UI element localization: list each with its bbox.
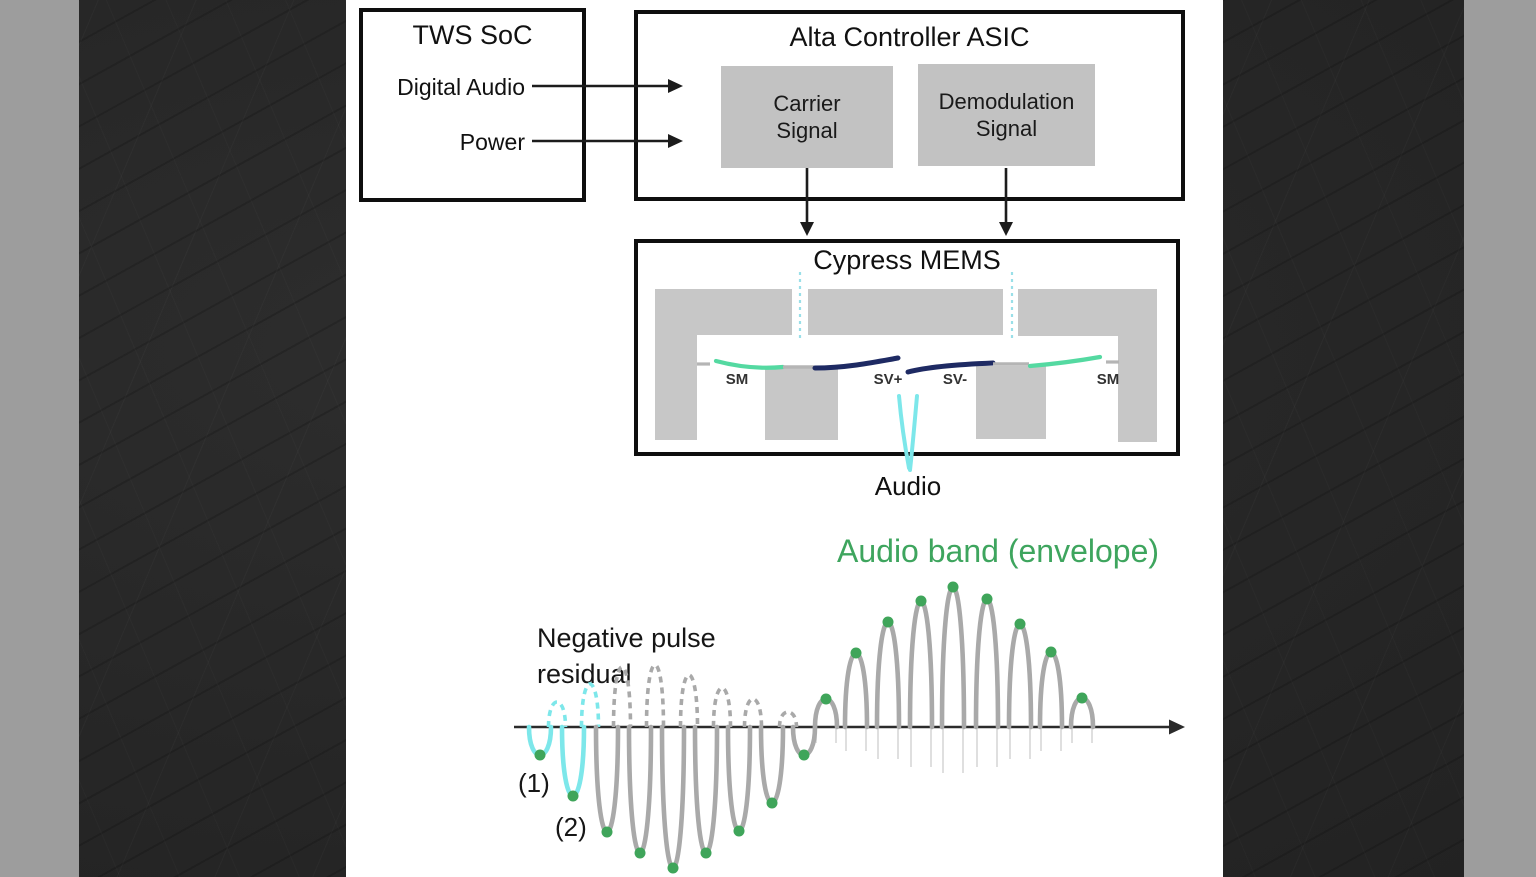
negative-pulse-note-line1: Negative pulse: [537, 623, 716, 653]
electrode-label-sv-plus: SV+: [873, 371, 903, 388]
envelope-dot: [733, 825, 745, 837]
demodulation-signal-module: Demodulation Signal: [918, 64, 1095, 166]
power-label: Power: [459, 129, 525, 155]
cypress-mems-box: Cypress MEMS: [634, 239, 1180, 456]
electrode-label-sm-left: SM: [725, 371, 749, 388]
negative-pulse: [692, 724, 720, 855]
envelope-dot: [1045, 646, 1057, 658]
negative-pulse-residual-note: Negative pulse residual: [537, 620, 716, 692]
tws-soc-title: TWS SoC: [412, 20, 533, 50]
envelope-dot: [601, 826, 613, 838]
residual-arch: [742, 697, 764, 728]
residual-arch: [711, 686, 733, 728]
tws-soc-box: TWS SoC: [359, 8, 586, 202]
positive-residual-tail: [1071, 729, 1093, 743]
audio-band-envelope-title: Audio band (envelope): [837, 533, 1160, 569]
positive-residual-tail: [845, 729, 867, 751]
negative-pulse: [593, 724, 621, 835]
envelope-dot: [1076, 692, 1088, 704]
demodulation-signal-label-line2: Signal: [975, 116, 1038, 141]
pulse-marker-1: (1): [518, 768, 550, 798]
negative-pulse: [559, 724, 587, 798]
envelope-dot: [634, 847, 646, 859]
negative-pulse-note-line2: residual: [537, 659, 632, 689]
electrode-label-sm-right: SM: [1096, 371, 1120, 388]
positive-pulse: [939, 584, 967, 730]
envelope-dot: [915, 595, 927, 607]
carrier-signal-module: Carrier Signal: [721, 66, 893, 168]
mems-silicon-right-column: [1118, 289, 1157, 442]
envelope-dot: [947, 581, 959, 593]
envelope-dot: [798, 749, 810, 761]
positive-pulse: [1068, 695, 1096, 730]
left-gray-bar: [0, 0, 79, 877]
positive-residual-tail: [1040, 729, 1062, 751]
alta-controller-box: Alta Controller ASIC: [634, 10, 1185, 201]
slide: TWS SoC Digital Audio Power Alta Control…: [346, 0, 1223, 877]
envelope-dot: [766, 797, 778, 809]
negative-pulse: [790, 724, 818, 758]
positive-pulse: [874, 619, 902, 730]
residual-arch: [777, 710, 799, 728]
carrier-signal-label-line2: Signal: [776, 118, 838, 143]
negative-pulse: [626, 724, 654, 855]
mems-silicon-left-column: [655, 289, 697, 440]
mems-anchor-post-left: [765, 367, 838, 440]
alta-controller-title: Alta Controller ASIC: [789, 22, 1030, 52]
positive-pulse: [842, 651, 870, 730]
positive-pulse: [907, 599, 935, 730]
envelope-dot: [667, 862, 679, 874]
envelope-dot: [981, 593, 993, 605]
positive-pulse: [812, 696, 840, 730]
mems-silicon-center-bar: [808, 289, 1003, 335]
positive-residual-tail: [1009, 729, 1031, 759]
envelope-dot: [882, 616, 894, 628]
demodulation-signal-label-line1: Demodulation: [938, 89, 1075, 114]
carrier-signal-label-line1: Carrier: [773, 91, 841, 116]
envelope-dot: [850, 647, 862, 659]
envelope-dot: [567, 790, 579, 802]
positive-residual-tail: [815, 729, 837, 743]
digital-audio-label: Digital Audio: [397, 74, 525, 100]
negative-pulse: [526, 724, 554, 758]
waveform-axis: [514, 719, 1185, 735]
positive-residual-tail: [910, 729, 932, 767]
positive-residual-tail: [942, 729, 964, 773]
residual-arch: [546, 700, 568, 728]
negative-pulse: [725, 724, 753, 834]
envelope-dot: [700, 847, 712, 859]
pulse-marker-2: (2): [555, 812, 587, 842]
positive-pulse: [973, 596, 1001, 730]
cypress-mems-title: Cypress MEMS: [813, 245, 1001, 275]
mems-anchor-post-right: [976, 366, 1046, 439]
audio-output-label: Audio: [874, 471, 942, 501]
positive-residual-tail: [976, 729, 998, 767]
negative-pulse: [758, 724, 786, 805]
envelope-dot: [820, 693, 832, 705]
negative-pulse: [659, 724, 687, 871]
envelope-dot: [534, 749, 546, 761]
right-gray-bar: [1464, 0, 1536, 877]
positive-residual-tail: [877, 729, 899, 759]
positive-pulse: [1037, 650, 1065, 730]
envelope-dot: [1014, 618, 1026, 630]
positive-pulse: [1006, 621, 1034, 730]
electrode-label-sv-minus: SV-: [942, 371, 968, 388]
